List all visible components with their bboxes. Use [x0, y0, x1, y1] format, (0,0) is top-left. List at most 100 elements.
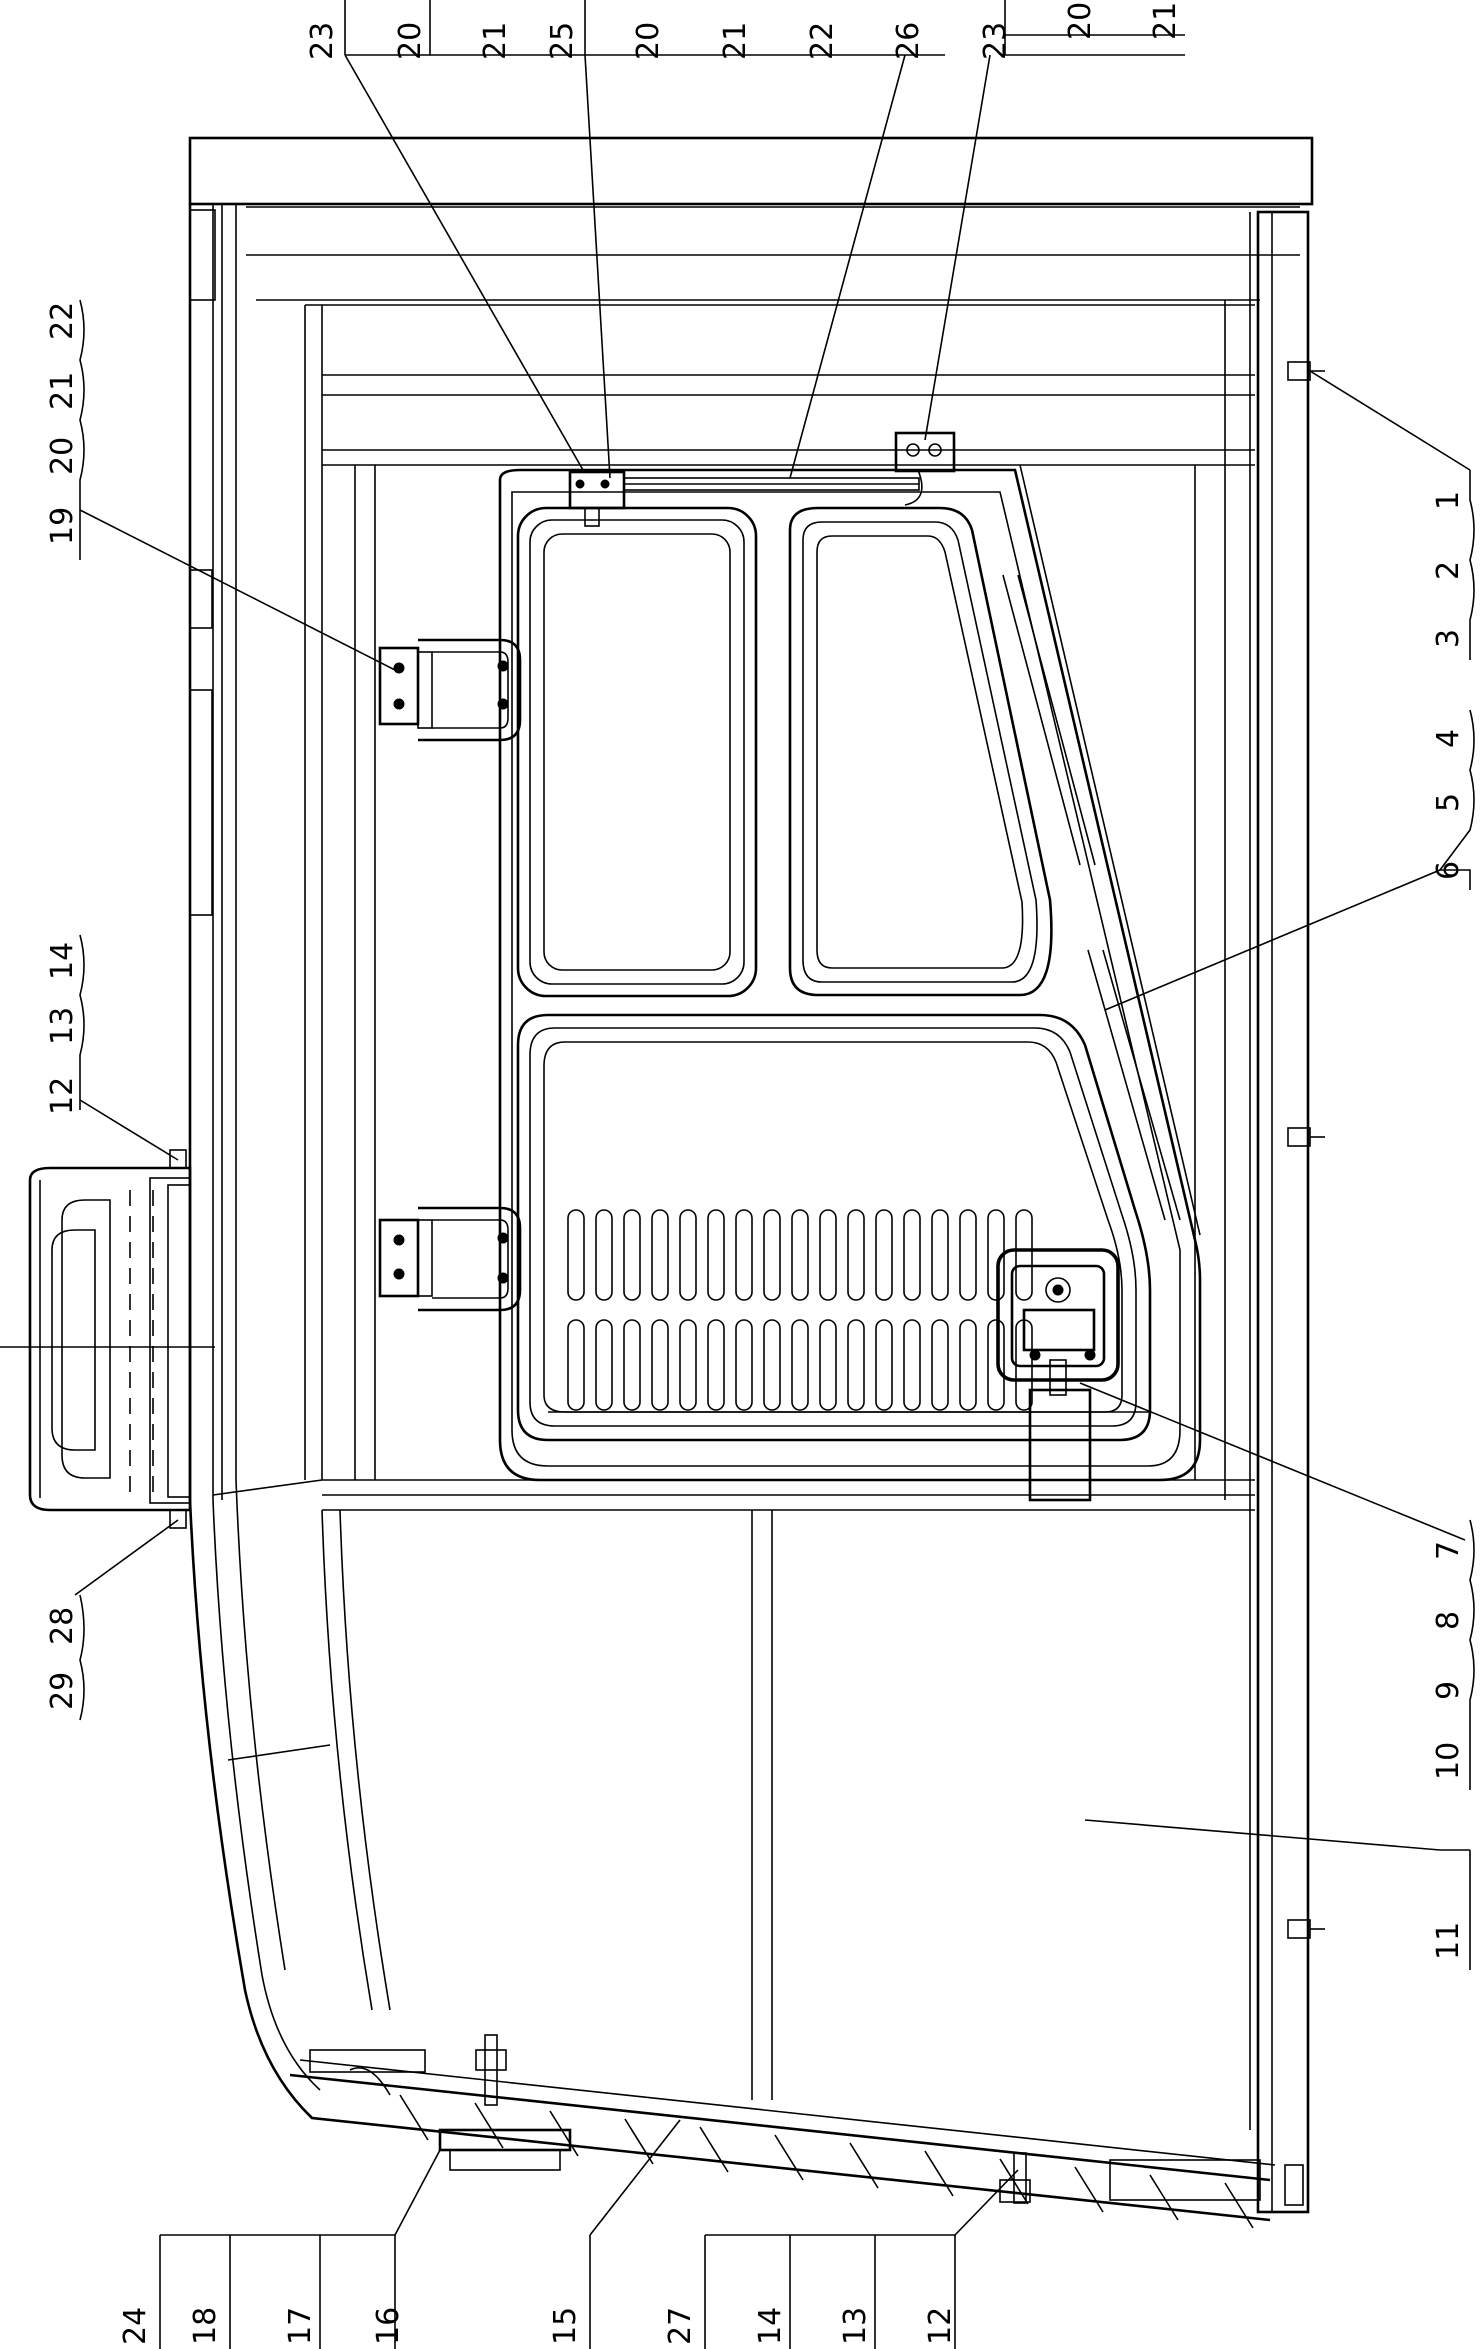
callout-15-bottom: 15 — [548, 2307, 583, 2345]
vent-slot — [791, 1319, 809, 1411]
callout-1-right: 1 — [1431, 491, 1466, 510]
callout-26-top: 26 — [891, 22, 926, 60]
callout-21-top-mid: 21 — [718, 22, 753, 60]
vent-slot — [875, 1209, 893, 1301]
callout-5-right: 5 — [1431, 793, 1466, 812]
step-rib — [1074, 2166, 1104, 2213]
callout-23-top-left: 23 — [305, 22, 340, 60]
callout-13-left: 13 — [45, 1007, 80, 1045]
callout-13-bottom: 13 — [838, 2307, 873, 2345]
vent-slot — [651, 1209, 669, 1301]
door-hinge-lower — [378, 1206, 522, 1312]
vent-slot — [791, 1209, 809, 1301]
vent-slot — [987, 1319, 1005, 1411]
vent-slot — [679, 1319, 697, 1411]
callout-16-bottom: 16 — [371, 2307, 406, 2345]
vent-slot — [819, 1209, 837, 1301]
step-rib — [549, 2110, 579, 2157]
side-mirror-housing — [0, 1149, 215, 1529]
vent-slot — [595, 1209, 613, 1301]
vent-slot — [875, 1319, 893, 1411]
callout-18-bottom: 18 — [188, 2307, 223, 2345]
vent-slot — [679, 1209, 697, 1301]
leader-lines — [74, 54, 1471, 2236]
door-upper-left-window — [516, 506, 758, 998]
callout-7-right: 7 — [1431, 1541, 1466, 1560]
callout-17-bottom: 17 — [283, 2307, 318, 2345]
callout-labels-bottom: 24 18 17 16 15 27 14 13 12 — [118, 2234, 958, 2349]
callout-14-left: 14 — [45, 942, 80, 980]
cab-roof-panel — [188, 136, 1314, 206]
door-hinge-upper — [378, 638, 522, 742]
callout-20-top-mid: 20 — [631, 22, 666, 60]
vent-slot — [847, 1209, 865, 1301]
callout-11-right: 11 — [1431, 1922, 1466, 1960]
door-stay-strut — [568, 431, 956, 527]
callout-21-left: 21 — [45, 372, 80, 410]
callout-21-top-right: 21 — [1148, 2, 1183, 40]
vent-slot — [735, 1319, 753, 1411]
callout-8-right: 8 — [1431, 1611, 1466, 1630]
callout-19-left: 19 — [45, 507, 80, 545]
callout-labels-left: 22 21 20 19 14 13 12 28 29 — [45, 299, 85, 1721]
vent-slot — [959, 1209, 977, 1301]
callout-29-left: 29 — [45, 1672, 80, 1710]
callout-2-right: 2 — [1431, 561, 1466, 580]
vent-slot — [707, 1209, 725, 1301]
vent-slot — [959, 1319, 977, 1411]
callout-9-right: 9 — [1431, 1681, 1466, 1700]
callout-labels-top: 23 20 21 25 20 21 22 26 23 20 21 — [305, 0, 1185, 60]
step-rib — [624, 2118, 654, 2165]
door-upper-right-window — [788, 506, 1053, 997]
vent-slot — [903, 1209, 921, 1301]
callout-27-bottom: 27 — [663, 2307, 698, 2345]
roof-rail — [189, 209, 216, 916]
callout-10-right: 10 — [1431, 1742, 1466, 1780]
vent-slot — [819, 1319, 837, 1411]
step-rib — [999, 2158, 1029, 2205]
step-rib — [399, 2094, 429, 2141]
callout-21-top-left: 21 — [478, 22, 513, 60]
vent-slot — [735, 1209, 753, 1301]
step-rib — [924, 2150, 954, 2197]
door-lock-assembly — [996, 1248, 1120, 1502]
callout-24-bottom: 24 — [118, 2307, 153, 2345]
vent-slot — [623, 1209, 641, 1301]
callout-20-top-right: 20 — [1063, 2, 1098, 40]
callout-23-top-right: 23 — [978, 22, 1013, 60]
step-rib — [774, 2134, 804, 2181]
vent-slot — [651, 1319, 669, 1411]
vent-slot — [567, 1319, 585, 1411]
step-ribs — [399, 2094, 1254, 2229]
callout-28-left: 28 — [45, 1607, 80, 1645]
door-lower-vent-panel — [516, 1013, 1152, 1442]
vent-slot — [931, 1209, 949, 1301]
bottom-step-rail — [289, 2034, 1304, 2206]
callout-20-top-left: 20 — [393, 22, 428, 60]
callout-labels-right: 1 2 3 4 5 6 7 8 9 10 11 — [1431, 470, 1475, 1970]
vent-slot — [1015, 1209, 1033, 1301]
door-seal-strip — [1002, 464, 1201, 1236]
callout-25-top: 25 — [545, 22, 580, 60]
vent-slot — [623, 1319, 641, 1411]
step-rib — [474, 2102, 504, 2149]
door-panel — [498, 468, 1202, 1482]
step-rib — [849, 2142, 879, 2189]
callout-12-bottom: 12 — [923, 2307, 958, 2345]
callout-14-bottom: 14 — [753, 2307, 788, 2345]
step-rib — [699, 2126, 729, 2173]
step-rib — [1149, 2174, 1179, 2221]
vent-slot — [847, 1319, 865, 1411]
door-vent-slots — [567, 1209, 1033, 1411]
vent-slot — [931, 1319, 949, 1411]
vent-slot — [903, 1319, 921, 1411]
right-mount-bolts — [1287, 361, 1325, 1939]
callout-4-right: 4 — [1431, 729, 1466, 748]
vent-slot — [567, 1209, 585, 1301]
callout-22-left: 22 — [45, 302, 80, 340]
vent-slot — [763, 1319, 781, 1411]
callout-12-left: 12 — [45, 1077, 80, 1115]
vent-slot — [763, 1209, 781, 1301]
vent-slot — [595, 1319, 613, 1411]
